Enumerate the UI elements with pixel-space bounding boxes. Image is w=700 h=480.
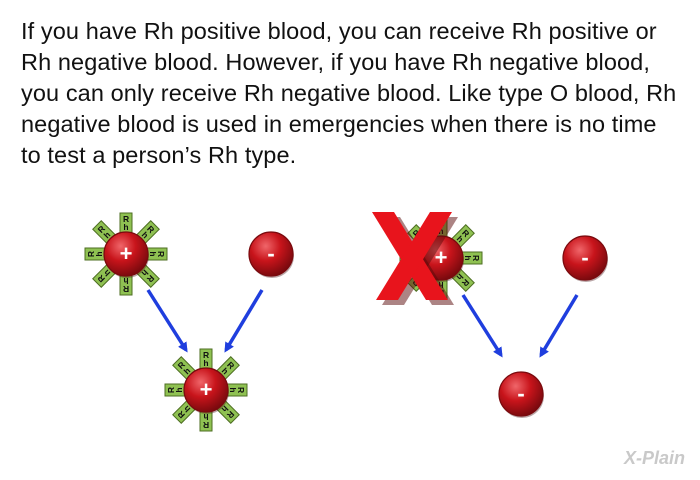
rh-antigen-icon: Rh [119, 212, 133, 236]
svg-text:R: R [471, 255, 481, 261]
blood-cell-left-donor-negative: - [248, 231, 294, 278]
svg-text:R: R [96, 224, 107, 235]
svg-text:h: h [455, 272, 466, 283]
logo-text: X-Plain [624, 448, 686, 468]
transfusion-arrows [146, 289, 579, 358]
cell-sign: + [435, 245, 448, 270]
svg-text:R: R [203, 350, 209, 360]
arrow-right-negative-to-recipient [539, 294, 579, 358]
svg-text:h: h [220, 366, 231, 377]
rh-antigen-icon: Rh [199, 408, 213, 432]
svg-text:h: h [148, 251, 158, 256]
svg-text:R: R [145, 224, 156, 235]
svg-text:h: h [182, 404, 193, 415]
svg-text:R: R [166, 387, 176, 393]
svg-text:h: h [182, 366, 193, 377]
svg-text:h: h [140, 230, 151, 241]
svg-text:h: h [140, 268, 151, 279]
blood-cell-right-recipient-negative: - [498, 371, 544, 418]
cell-sign: - [581, 245, 588, 270]
svg-text:h: h [203, 412, 208, 422]
svg-text:R: R [411, 228, 422, 239]
svg-text:R: R [225, 360, 236, 371]
svg-text:h: h [228, 387, 238, 392]
cell-sign: + [120, 241, 133, 266]
cell-sign: - [267, 241, 274, 266]
svg-text:R: R [460, 228, 471, 239]
svg-text:h: h [123, 276, 128, 286]
svg-text:R: R [203, 420, 209, 430]
rh-antigen-icon: Rh [119, 272, 133, 296]
cell-sign: - [517, 381, 524, 406]
svg-text:R: R [96, 273, 107, 284]
svg-text:h: h [123, 222, 128, 232]
cell-body [103, 231, 149, 277]
svg-text:h: h [94, 251, 104, 256]
svg-text:R: R [225, 409, 236, 420]
cross-out-icon [372, 212, 458, 305]
xplain-logo: X-Plain [624, 448, 685, 469]
svg-text:R: R [236, 387, 246, 393]
svg-text:h: h [102, 230, 113, 241]
cell-body [248, 231, 294, 277]
svg-text:h: h [102, 268, 113, 279]
svg-text:R: R [176, 360, 187, 371]
svg-text:R: R [123, 284, 129, 294]
svg-text:h: h [174, 387, 184, 392]
svg-text:h: h [203, 358, 208, 368]
svg-text:h: h [220, 404, 231, 415]
svg-text:R: R [176, 409, 187, 420]
svg-text:R: R [156, 251, 166, 257]
cell-body [562, 235, 608, 281]
arrow-left-positive-to-recipient [146, 289, 188, 353]
svg-text:R: R [123, 214, 129, 224]
svg-text:R: R [86, 251, 96, 257]
cell-body [183, 367, 229, 413]
arrow-left-negative-to-recipient [224, 289, 264, 353]
svg-text:h: h [463, 255, 473, 260]
cell-body [498, 371, 544, 417]
cell-sign: + [200, 377, 213, 402]
svg-text:R: R [460, 277, 471, 288]
arrow-right-positive-to-recipient [461, 294, 503, 358]
blood-cell-right-donor-negative: - [562, 235, 608, 282]
explanation-paragraph: If you have Rh positive blood, you can r… [21, 18, 677, 168]
svg-text:R: R [145, 273, 156, 284]
svg-text:h: h [455, 234, 466, 245]
